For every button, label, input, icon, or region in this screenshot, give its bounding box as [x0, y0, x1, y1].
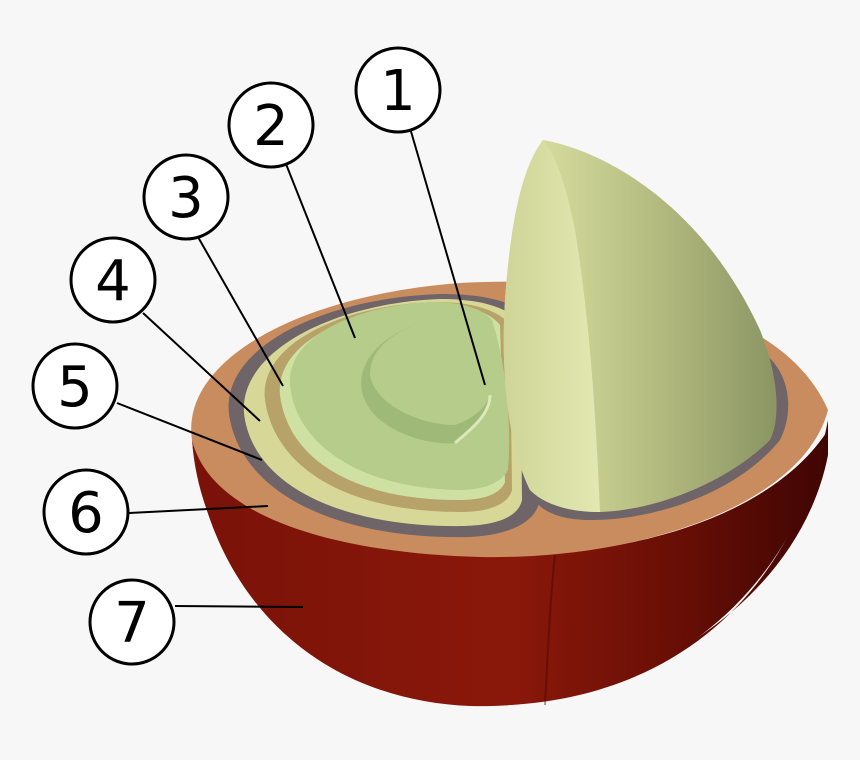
callout-5-label: 5	[57, 355, 93, 420]
callout-6: 6	[44, 470, 128, 554]
leader-line-7	[175, 606, 303, 607]
callout-7-label: 7	[114, 591, 150, 656]
callout-4-label: 4	[95, 249, 131, 314]
callout-2-label: 2	[253, 94, 289, 159]
callout-7: 7	[90, 580, 174, 664]
callout-3: 3	[144, 155, 228, 239]
callout-6-label: 6	[68, 481, 104, 546]
callout-2: 2	[229, 83, 313, 167]
callout-4: 4	[71, 238, 155, 322]
callout-1-label: 1	[380, 59, 416, 124]
callout-3-label: 3	[168, 166, 204, 231]
callout-5: 5	[33, 344, 117, 428]
callout-1: 1	[356, 48, 440, 132]
